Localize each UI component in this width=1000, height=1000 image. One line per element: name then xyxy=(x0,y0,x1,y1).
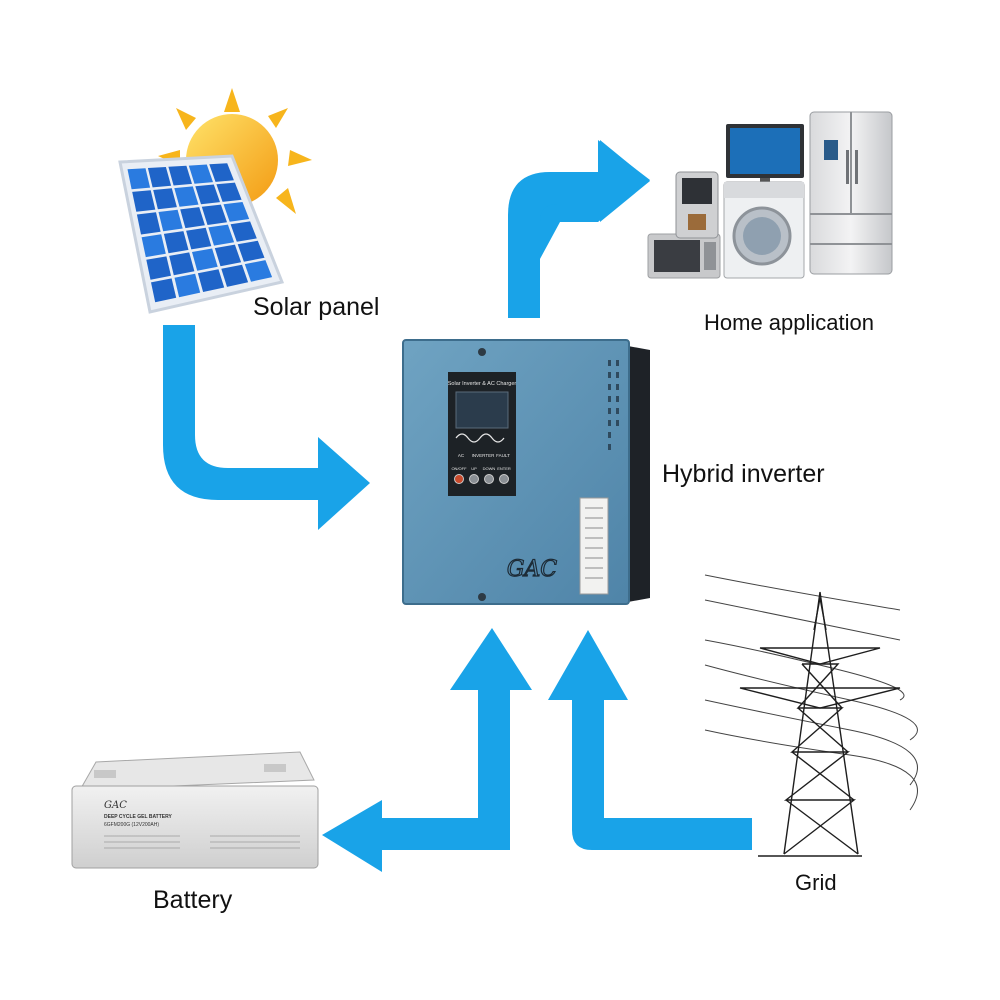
indicator-inverter: INVERTER xyxy=(472,453,495,458)
battery-illustration: GAC DEEP CYCLE GEL BATTERY 6GFM200G (12V… xyxy=(71,751,319,869)
solar-cell xyxy=(158,209,183,232)
solar-cell xyxy=(174,186,199,207)
power-button xyxy=(454,474,464,484)
refrigerator-icon xyxy=(809,111,893,275)
solar-cell xyxy=(151,278,177,303)
washing-machine-icon xyxy=(723,181,805,279)
solar-cell xyxy=(169,252,195,276)
button-label-up: UP xyxy=(471,466,477,471)
home-appliances-illustration xyxy=(647,111,893,279)
arrow-grid-to-inverter xyxy=(548,630,752,850)
solar-cell xyxy=(188,164,213,184)
sine-wave-icon xyxy=(455,433,505,443)
microwave-icon xyxy=(647,233,721,279)
solar-cell xyxy=(186,227,212,250)
solar-cell xyxy=(136,212,161,235)
lcd-screen xyxy=(455,391,509,429)
button-label-enter: ENTER xyxy=(497,466,511,471)
hybrid-inverter-label: Hybrid inverter xyxy=(662,460,825,488)
spec-label xyxy=(579,497,609,595)
coffee-machine-icon xyxy=(675,171,719,239)
solar-panel-illustration xyxy=(118,88,312,314)
solar-cell xyxy=(221,264,249,287)
solar-cell xyxy=(197,269,225,292)
solar-cell xyxy=(132,190,156,212)
solar-cell xyxy=(201,204,227,225)
battery-brand: GAC xyxy=(104,800,127,811)
solar-cell xyxy=(195,184,220,205)
indicator-ac: AC xyxy=(458,453,465,458)
battery-type: DEEP CYCLE GEL BATTERY xyxy=(104,814,173,820)
svg-text:GAC: GAC xyxy=(507,557,557,582)
transmission-tower-icon xyxy=(739,591,901,857)
solar-cell xyxy=(146,256,171,280)
monitor-icon xyxy=(726,124,804,188)
solar-panel-label: Solar panel xyxy=(253,293,380,321)
indicator-fault: FAULT xyxy=(496,453,510,458)
inverter-display-title: Solar Inverter & AC Charger xyxy=(448,381,517,387)
arrow-battery-inverter xyxy=(322,628,532,872)
solar-cell xyxy=(244,260,273,282)
solar-cell xyxy=(127,168,151,190)
solar-cell xyxy=(163,231,189,254)
solar-cell xyxy=(216,182,242,202)
solar-cell xyxy=(223,202,250,222)
solar-cell xyxy=(180,207,205,229)
solar-cell xyxy=(174,273,201,298)
solar-cell xyxy=(209,163,234,182)
flow-arrows xyxy=(163,140,752,872)
button-label-down: DOWN xyxy=(483,466,496,471)
grid-tower-illustration xyxy=(704,574,918,857)
solar-cell xyxy=(153,188,177,210)
solar-cell xyxy=(230,221,257,242)
arrow-inverter-to-home-body xyxy=(508,140,650,318)
down-button xyxy=(484,474,494,484)
solar-cell xyxy=(208,224,235,246)
solar-panel-icon xyxy=(118,154,285,314)
inverter-control-panel: Solar Inverter & AC Charger AC INVERTER … xyxy=(448,372,517,496)
enter-button xyxy=(499,474,509,484)
button-label-onoff: ON/OFF xyxy=(451,466,467,471)
power-lines xyxy=(704,574,918,811)
solar-cell xyxy=(141,234,166,258)
grid-label: Grid xyxy=(795,870,837,895)
battery-label: Battery xyxy=(153,886,233,914)
arrow-solar-to-inverter xyxy=(163,325,370,530)
hybrid-inverter-illustration: Solar Inverter & AC Charger AC INVERTER … xyxy=(402,339,650,605)
solar-cell xyxy=(214,244,242,267)
up-button xyxy=(469,474,479,484)
solar-cell xyxy=(147,167,172,188)
solar-cell xyxy=(168,165,192,186)
home-application-label: Home application xyxy=(704,310,874,335)
solar-cell xyxy=(237,240,265,262)
brand-logo: GAC xyxy=(506,556,558,582)
battery-model: 6GFM200G (12V200AH) xyxy=(104,822,159,828)
vent-grille xyxy=(608,360,619,450)
solar-cell xyxy=(192,248,218,271)
